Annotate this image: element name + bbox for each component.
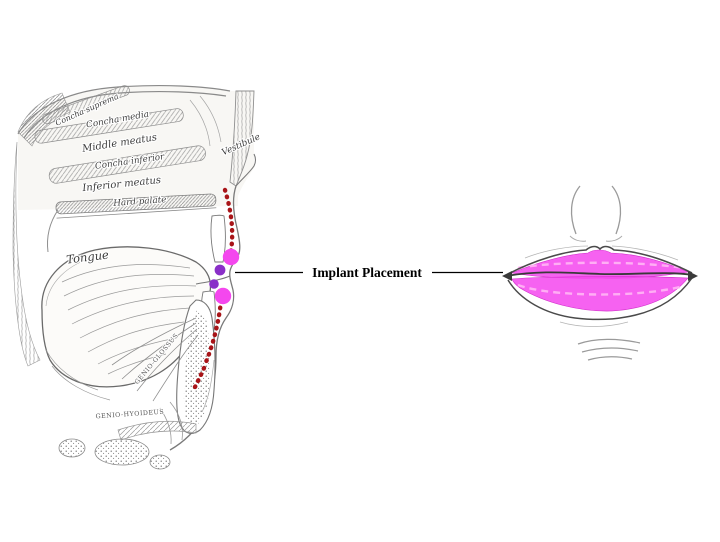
lips-front-diagram — [502, 185, 698, 361]
nostril-shadow-marks — [569, 235, 623, 242]
tongue-underside-lines — [45, 349, 111, 401]
chin-inner-line — [201, 359, 215, 413]
red-dotted-marking-lower — [192, 298, 224, 390]
hard-palate-band-group — [55, 193, 217, 219]
mandible-marrow-stipple — [183, 310, 211, 426]
label-tongue: Tongue — [65, 247, 109, 266]
label-genio-hyoideus: GENIO-HYOIDEUS — [95, 409, 164, 421]
label-hard-palate: Hard palate — [112, 195, 167, 209]
implant-placement-label: Implant Placement — [312, 265, 422, 280]
upper-implant-dashed-line — [517, 261, 685, 270]
mouth-line — [505, 271, 695, 277]
lower-implant-dashed-line — [517, 283, 685, 296]
implant-marker-upper-lip — [222, 248, 240, 266]
conchae-bands — [34, 108, 206, 184]
tongue-top-contour — [45, 255, 99, 307]
pharynx-wall-band — [12, 141, 41, 367]
concha-media-band — [34, 108, 184, 144]
lower-lip-implant-area — [511, 276, 689, 312]
upper-incisor — [210, 214, 226, 263]
upper-lip-shading — [524, 245, 679, 261]
lower-lip-outline — [507, 277, 693, 321]
sagittal-head-diagram: Concha suprema Concha media Middle meatu… — [12, 85, 263, 470]
hyoid-small-blob — [58, 438, 86, 458]
ethmoid-arcs — [189, 95, 222, 147]
lower-lip-shading — [559, 321, 629, 327]
mouth-corner-right — [688, 271, 698, 281]
soft-palate-curve — [47, 209, 59, 253]
genioglossus-fan-lines — [111, 317, 199, 402]
nose-base-lines — [570, 185, 622, 235]
hard-palate-band — [55, 193, 217, 215]
red-dotted-marking-upper — [222, 187, 235, 254]
nostril-line — [235, 153, 257, 187]
lip-margin-marker-lower — [209, 279, 219, 289]
concha-inferior-band — [48, 145, 206, 184]
hyoid-bone-stipple — [94, 438, 150, 466]
implant-marker-lower-lip — [214, 287, 232, 305]
epiglottis-lines — [159, 401, 183, 445]
concha-suprema-band — [42, 85, 130, 125]
tongue-hatch-lines — [61, 264, 197, 375]
lip-margin-marker-upper — [214, 264, 226, 276]
nasal-vestibule-column — [229, 90, 255, 187]
palate-underline — [56, 207, 217, 219]
upper-lip-outline — [507, 245, 693, 275]
geniohyoid-band — [117, 420, 197, 441]
mouth-corner-left — [502, 271, 512, 281]
concha-suprema-band-group — [42, 85, 130, 125]
chin-crease-strokes — [577, 338, 641, 361]
pointer-annotation: Implant Placement — [235, 265, 503, 280]
submental-blob — [149, 454, 171, 470]
